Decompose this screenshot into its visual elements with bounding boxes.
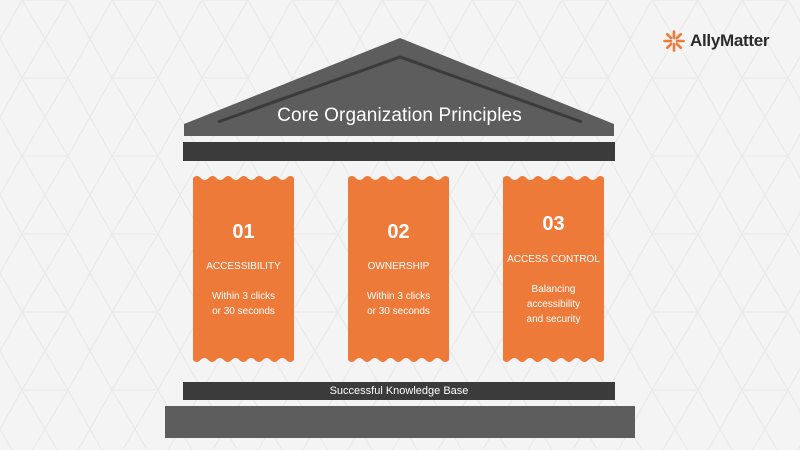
description-line: and security bbox=[526, 314, 581, 325]
pillar-shape bbox=[193, 176, 294, 362]
description-line: Balancing bbox=[531, 284, 576, 295]
pillar-label: ACCESSIBILITY bbox=[206, 261, 281, 272]
description-line: Within 3 clicks bbox=[366, 291, 431, 302]
pillar-number: 01 bbox=[232, 221, 255, 243]
pillar-ownership: 02 OWNERSHIP Within 3 clicks or 30 secon… bbox=[348, 174, 449, 364]
pillar-number: 03 bbox=[542, 213, 565, 235]
pillar-description: Balancing accessibility and security bbox=[509, 282, 598, 327]
pillar-accessibility: 01 ACCESSIBILITY Within 3 clicks or 30 s… bbox=[193, 174, 294, 364]
roof-beam bbox=[183, 142, 615, 161]
pillar-shape bbox=[348, 176, 449, 362]
pillar-label: OWNERSHIP bbox=[367, 261, 430, 272]
foundation-label: Successful Knowledge Base bbox=[183, 382, 615, 400]
sparkle-icon bbox=[663, 30, 685, 52]
description-line: or 30 seconds bbox=[367, 306, 430, 317]
foundation-base bbox=[165, 406, 635, 438]
pillar-access-control: 03 ACCESS CONTROL Balancing accessibilit… bbox=[503, 174, 604, 364]
pillar-description: Within 3 clicks or 30 seconds bbox=[354, 289, 443, 319]
description-line: Within 3 clicks bbox=[211, 291, 276, 302]
pillar-number: 02 bbox=[387, 221, 410, 243]
diagram-title: Core Organization Principles bbox=[277, 105, 522, 126]
description-line: accessibility bbox=[526, 299, 581, 310]
pillar-shape bbox=[503, 176, 604, 362]
brand-name: AllyMatter bbox=[690, 31, 770, 50]
description-line: or 30 seconds bbox=[212, 306, 275, 317]
pillar-label: ACCESS CONTROL bbox=[507, 254, 600, 265]
pillar-description: Within 3 clicks or 30 seconds bbox=[199, 289, 288, 319]
allymatter-logo: AllyMatter bbox=[663, 30, 769, 52]
